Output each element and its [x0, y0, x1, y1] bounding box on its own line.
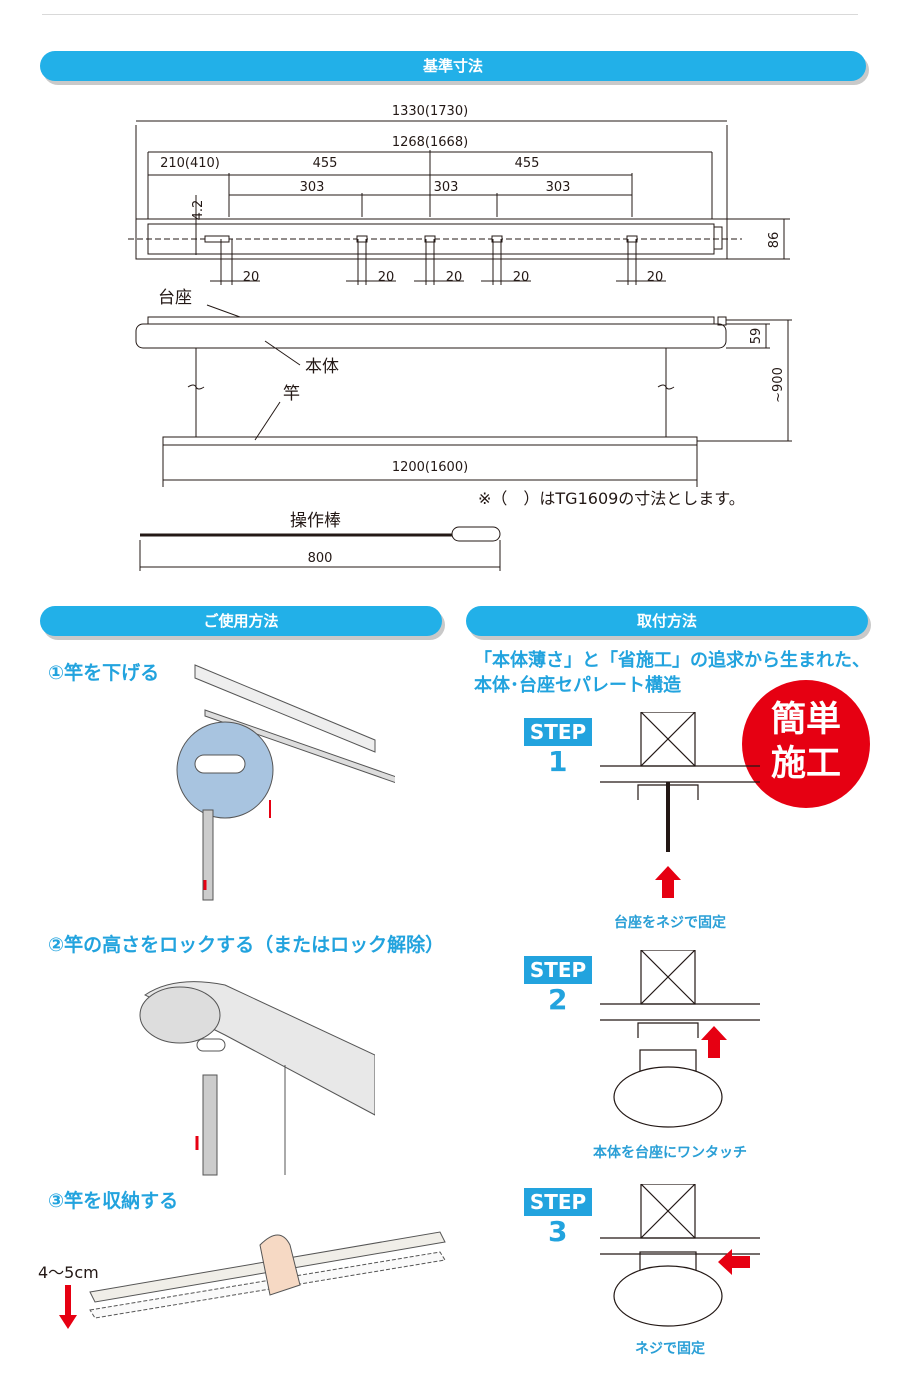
- step1-number: 1: [548, 745, 568, 778]
- easy-install-badge: 簡単 施工: [742, 680, 870, 808]
- step3-caption: ネジで固定: [635, 1341, 705, 1357]
- dim-4-2: 4.2: [191, 200, 206, 221]
- dim-800: 800: [308, 551, 333, 566]
- label-body: 本体: [305, 357, 339, 377]
- install-section-header: 取付方法: [466, 606, 868, 636]
- top-divider: [42, 14, 858, 15]
- dim-303-a: 303: [300, 180, 325, 195]
- usage-step3-title: ③竿を収納する: [48, 1190, 179, 1212]
- dimension-drawing: 1330(1730) 1268(1668) 210(410) 455 455 3…: [128, 104, 792, 571]
- dim-210: 210(410): [160, 156, 220, 171]
- dim-20-d: 20: [513, 270, 530, 285]
- install-step2-diagram: [600, 950, 760, 1128]
- label-base: 台座: [158, 288, 192, 308]
- install-lead-line1: 「本体薄さ」と「省施工」の追求から生まれた、: [474, 650, 870, 671]
- dim-20-c: 20: [446, 270, 463, 285]
- install-step3-diagram: [600, 1184, 760, 1327]
- step2-caption: 本体を台座にワンタッチ: [593, 1145, 747, 1161]
- dim-303-b: 303: [434, 180, 459, 195]
- dim-overall: 1330(1730): [392, 104, 468, 119]
- label-pole: 竿: [283, 384, 300, 404]
- usage-step2-illustration: [139, 981, 375, 1176]
- badge-line2: 施工: [770, 744, 841, 784]
- dim-900: ~900: [771, 367, 786, 403]
- dim-455-a: 455: [313, 156, 338, 171]
- dim-59: 59: [749, 328, 764, 345]
- step3-tag: STEP: [524, 1188, 592, 1216]
- dim-1200: 1200(1600): [392, 460, 468, 475]
- step1-tag: STEP: [524, 718, 592, 746]
- step3-number: 3: [548, 1215, 568, 1248]
- usage-section-header: ご使用方法: [40, 606, 442, 636]
- note-text: ※（ ）はTG1609の寸法とします。: [478, 489, 745, 508]
- label-rod: 操作棒: [290, 511, 341, 531]
- usage-step1-illustration: [176, 664, 395, 901]
- usage-step2-title: ②竿の高さをロックする（またはロック解除）: [48, 934, 445, 956]
- install-step1-diagram: [600, 712, 760, 898]
- dimensions-section-header: 基準寸法: [40, 51, 866, 81]
- step2-tag: STEP: [524, 956, 592, 984]
- dim-20-a: 20: [243, 270, 260, 285]
- dim-body: 1268(1668): [392, 135, 468, 150]
- install-lead-line2: 本体･台座セパレート構造: [474, 675, 681, 696]
- gap-label: 4〜5cm: [38, 1263, 99, 1282]
- dim-20-e: 20: [647, 270, 664, 285]
- dim-303-c: 303: [546, 180, 571, 195]
- usage-step1-title: ①竿を下げる: [48, 662, 160, 684]
- dim-455-b: 455: [515, 156, 540, 171]
- badge-line1: 簡単: [770, 700, 841, 740]
- dim-20-b: 20: [378, 270, 395, 285]
- dim-86: 86: [767, 232, 782, 249]
- step2-number: 2: [548, 983, 568, 1016]
- step1-caption: 台座をネジで固定: [614, 915, 726, 931]
- usage-step3-illustration: 4〜5cm: [38, 1231, 446, 1329]
